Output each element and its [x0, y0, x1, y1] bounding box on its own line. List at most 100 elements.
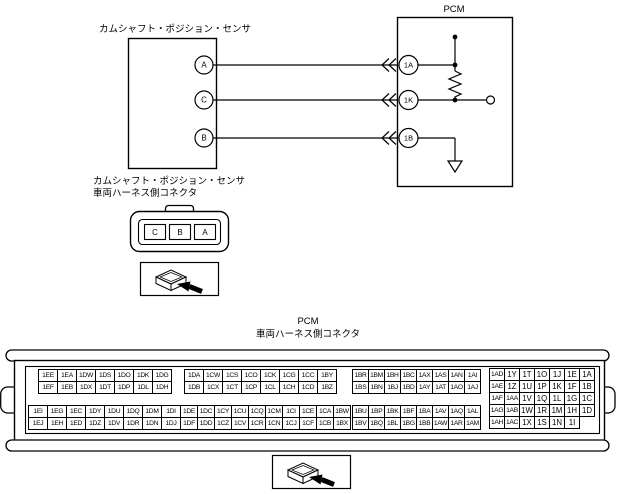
pin-1AO: 1AO — [448, 381, 465, 394]
pin-1I: 1I — [564, 416, 580, 429]
sensor-connector-subtitle: 車両ハーネス側コネクタ — [93, 187, 197, 199]
pin-1DN: 1DN — [142, 417, 162, 430]
sensor-box — [127, 37, 218, 170]
pcm-terminal-circle-1k — [398, 89, 419, 111]
pcm-connector-subtitle: 車両ハーネス側コネクタ — [256, 328, 360, 340]
pcm-internal-wiring — [418, 37, 487, 161]
bottom-rail — [5, 439, 610, 452]
pin-1CH: 1CH — [279, 381, 299, 394]
pin-1EJ: 1EJ — [28, 417, 48, 430]
pin-1CJ: 1CJ — [282, 417, 300, 430]
pin-1CT: 1CT — [222, 381, 242, 394]
pin-1AC: 1AC — [504, 416, 520, 429]
pin-1AJ: 1AJ — [464, 381, 481, 394]
pcm-connector-title: PCM — [297, 316, 318, 327]
pin-1CV: 1CV — [231, 417, 249, 430]
pin-cavity-b — [168, 223, 192, 241]
pcm-terminal-circle-1a — [398, 54, 419, 76]
pin-1DP: 1DP — [114, 381, 134, 394]
pin-1BL: 1BL — [384, 417, 401, 430]
pin-1D: 1D — [579, 404, 595, 417]
pin-1CX: 1CX — [203, 381, 223, 394]
cavity-a-label: A — [202, 228, 208, 237]
cavity-b-label: B — [177, 228, 182, 237]
pin-cavity-a — [193, 223, 217, 241]
sensor-pin-b-label: B — [201, 134, 206, 143]
pin-1EB: 1EB — [57, 381, 77, 394]
pin-1BN: 1BN — [368, 381, 385, 394]
pin-1EF: 1EF — [38, 381, 58, 394]
ground-symbol — [446, 160, 464, 174]
pin-1CL: 1CL — [260, 381, 280, 394]
pin-1BX: 1BX — [333, 417, 351, 430]
pin-1DL: 1DL — [133, 381, 153, 394]
junction-dot-1a — [452, 62, 458, 68]
pcm-pin-1k-label: 1K — [404, 96, 413, 105]
pin-cavity-c — [143, 223, 167, 241]
pin-1DR: 1DR — [123, 417, 143, 430]
cavity-c-label: C — [152, 228, 158, 237]
pin-1DT: 1DT — [95, 381, 115, 394]
pin-1DD: 1DD — [197, 417, 215, 430]
connector-outer-shell — [129, 210, 230, 253]
pcm-pin-1b-label: 1B — [404, 134, 413, 143]
pin-1BZ: 1BZ — [317, 381, 337, 394]
connector-inner-frame — [24, 365, 601, 435]
sensor-pin-c-label: C — [201, 96, 207, 105]
connector-inner-frame — [137, 218, 222, 246]
sensor-terminal-circle-c — [194, 90, 214, 110]
pcm-terminals: 1A 1K 1B — [398, 54, 419, 149]
wire-lines — [212, 64, 398, 139]
sensor-terminal-circle-b — [194, 128, 214, 148]
pin-1EH: 1EH — [47, 417, 67, 430]
pin-1BG: 1BG — [400, 417, 417, 430]
resistor-symbol — [447, 70, 463, 100]
pin-1ED: 1ED — [66, 417, 86, 430]
pin-1CB: 1CB — [316, 417, 334, 430]
pin-1DZ: 1DZ — [85, 417, 105, 430]
inline-connector-marks — [381, 58, 397, 145]
pin-1BV: 1BV — [352, 417, 369, 430]
pin-1AY: 1AY — [416, 381, 433, 394]
pin-1CP: 1CP — [241, 381, 261, 394]
pin-1DH: 1DH — [152, 381, 172, 394]
sensor-box-title: カムシャフト・ポジション・センサ — [99, 24, 251, 35]
junction-dot-top — [452, 34, 458, 40]
sensor-connector-title: カムシャフト・ポジション・センサ — [93, 176, 245, 187]
pcm-box — [396, 16, 514, 188]
pin-1AR: 1AR — [448, 417, 465, 430]
pin-1CN: 1CN — [265, 417, 283, 430]
pin-1BQ: 1BQ — [368, 417, 385, 430]
pin-1DJ: 1DJ — [161, 417, 181, 430]
sensor-pin-a-label: A — [201, 61, 207, 70]
sensor-terminals: A C B — [194, 55, 214, 148]
pin-1X: 1X — [519, 416, 535, 429]
pin-1BS: 1BS — [352, 381, 369, 394]
pin-1N: 1N — [549, 416, 565, 429]
pin-1AW: 1AW — [432, 417, 449, 430]
pin-1AH: 1AH — [489, 416, 505, 429]
pin-1DV: 1DV — [104, 417, 124, 430]
sensor-harness-connector: カムシャフト・ポジション・センサ 車両ハーネス側コネクタ C B A — [93, 176, 245, 253]
pin-1AI: 1AI — [464, 369, 481, 382]
pin-1CZ: 1CZ — [214, 417, 232, 430]
pin-1AM: 1AM — [464, 417, 481, 430]
pin-1BD: 1BD — [400, 381, 417, 394]
pin-1DB: 1DB — [184, 381, 204, 394]
pin-1CD: 1CD — [298, 381, 318, 394]
pin-1BB: 1BB — [416, 417, 433, 430]
pin-1AT: 1AT — [432, 381, 449, 394]
pin-1BJ: 1BJ — [384, 381, 401, 394]
junction-dot-1k — [452, 97, 458, 103]
pin-1CR: 1CR — [248, 417, 266, 430]
pin-1DX: 1DX — [76, 381, 96, 394]
pcm-box-title: PCM — [443, 4, 464, 15]
